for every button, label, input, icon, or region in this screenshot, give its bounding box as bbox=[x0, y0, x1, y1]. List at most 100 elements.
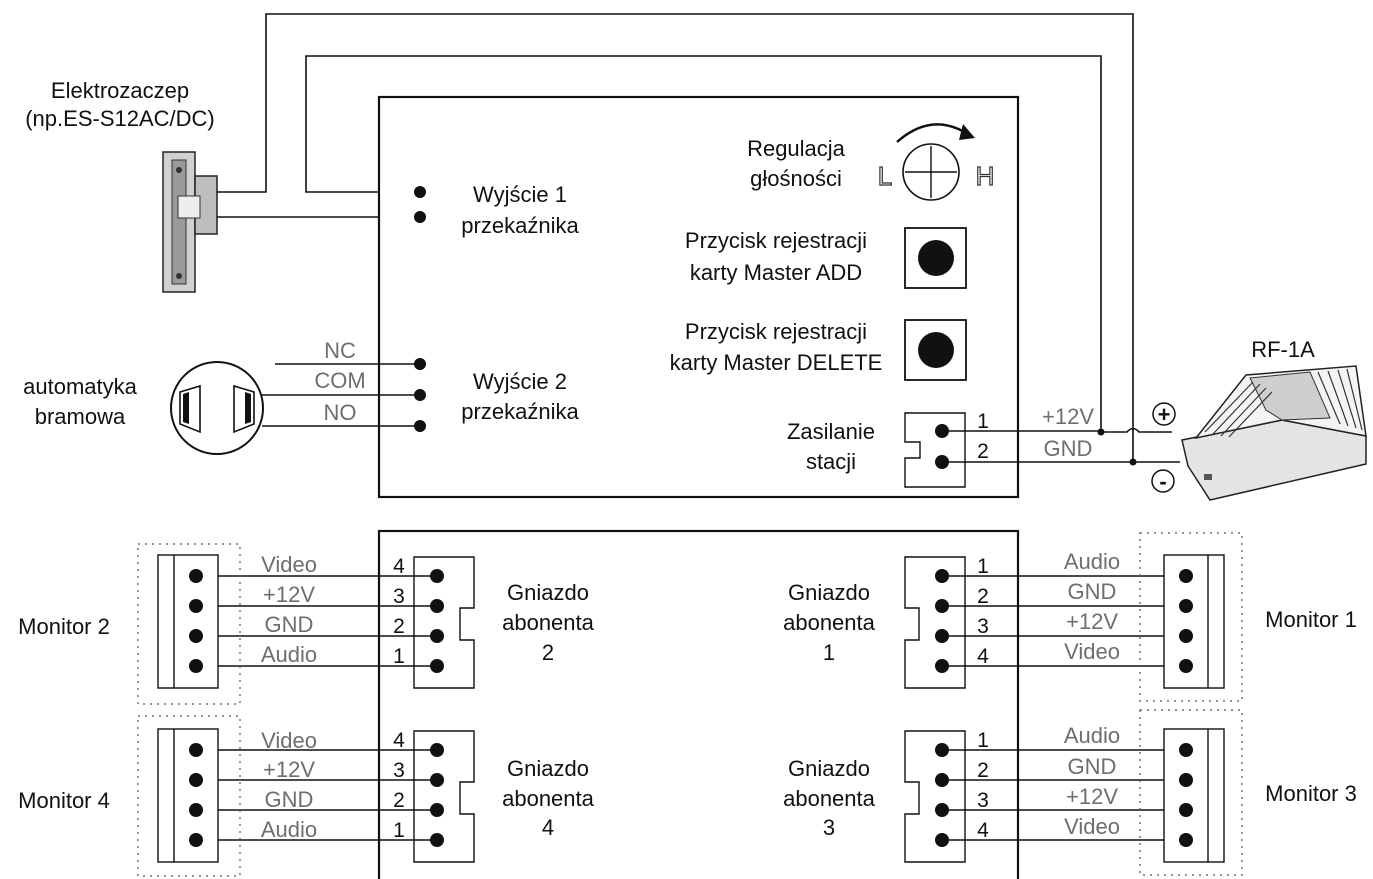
wire-gnd-label: GND bbox=[1044, 436, 1093, 461]
gate-com-label: COM bbox=[314, 368, 365, 393]
gate-no-label: NO bbox=[324, 400, 357, 425]
monitor-1-wires bbox=[942, 575, 1186, 667]
strike-title-line1: Elektrozaczep bbox=[51, 78, 189, 103]
monitor-1-wire-12v: +12V bbox=[1066, 609, 1118, 634]
volume-low-label: L bbox=[878, 161, 892, 191]
wire-12v-label: +12V bbox=[1042, 404, 1094, 429]
monitor-3-wire-audio: Audio bbox=[1064, 723, 1120, 748]
socket-2-label-line1: Gniazdo bbox=[507, 580, 589, 605]
socket-3-label-line2: abonenta bbox=[783, 786, 876, 811]
socket-4-pin-4: 4 bbox=[393, 729, 405, 752]
socket-2-connector bbox=[413, 556, 475, 689]
socket-1-label-line1: Gniazdo bbox=[788, 580, 870, 605]
socket-3-label-line1: Gniazdo bbox=[788, 756, 870, 781]
socket-2-label-num: 2 bbox=[542, 640, 554, 665]
add-button-label-line1: Przycisk rejestracji bbox=[685, 228, 867, 253]
socket-4-connector bbox=[413, 730, 475, 863]
monitor-3-wires bbox=[942, 749, 1186, 841]
monitor-2-wire-gnd: GND bbox=[265, 612, 314, 637]
power-wires bbox=[942, 427, 1180, 466]
monitor-4-wire-12v: +12V bbox=[263, 757, 315, 782]
power-supply-icon bbox=[1181, 365, 1367, 501]
relay2-terminal-nc bbox=[414, 358, 426, 370]
monitor-3-wire-gnd: GND bbox=[1068, 754, 1117, 779]
gate-wires bbox=[262, 363, 420, 427]
svg-text:-: - bbox=[1159, 469, 1166, 494]
delete-button-label-line2: karty Master DELETE bbox=[670, 350, 883, 375]
monitor-1-wire-audio: Audio bbox=[1064, 549, 1120, 574]
monitor-3-connector bbox=[1139, 709, 1243, 876]
socket-2-pin-4: 4 bbox=[393, 555, 405, 578]
psu-minus-terminal: - bbox=[1151, 469, 1175, 494]
monitor-2-label: Monitor 2 bbox=[18, 614, 110, 639]
power-label-line2: stacji bbox=[806, 449, 856, 474]
socket-1-pin-3: 3 bbox=[977, 615, 989, 638]
socket-4-label-line2: abonenta bbox=[502, 786, 595, 811]
relay1-label-line1: Wyjście 1 bbox=[473, 182, 567, 207]
power-pin-2: 2 bbox=[977, 440, 989, 463]
relay2-label-line2: przekaźnika bbox=[461, 399, 579, 424]
monitor-3-wire-video: Video bbox=[1064, 814, 1120, 839]
gate-title-line1: automatyka bbox=[23, 374, 137, 399]
socket-3-pin-4: 4 bbox=[977, 819, 989, 842]
volume-high-label: H bbox=[976, 161, 995, 191]
psu-plus-terminal: + bbox=[1152, 402, 1176, 427]
gate-automation-icon bbox=[170, 361, 264, 455]
socket-1-pin-1: 1 bbox=[977, 555, 989, 578]
socket-1-pin-4: 4 bbox=[977, 645, 989, 668]
socket-2-pin-3: 3 bbox=[393, 585, 405, 608]
monitor-1-label: Monitor 1 bbox=[1265, 607, 1357, 632]
socket-1-pin-2: 2 bbox=[977, 585, 989, 608]
monitor-2-wire-video: Video bbox=[261, 552, 317, 577]
relay1-label-line2: przekaźnika bbox=[461, 213, 579, 238]
monitor-2-wire-12v: +12V bbox=[263, 582, 315, 607]
monitor-2-wires bbox=[196, 575, 437, 667]
svg-text:+: + bbox=[1158, 402, 1171, 427]
socket-1-label-line2: abonenta bbox=[783, 610, 876, 635]
socket-2-pin-1: 1 bbox=[393, 645, 405, 668]
master-add-button[interactable] bbox=[904, 227, 967, 289]
relay1-terminal-1 bbox=[414, 186, 426, 198]
gate-title-line2: bramowa bbox=[35, 404, 126, 429]
socket-4-label-line1: Gniazdo bbox=[507, 756, 589, 781]
socket-2-pin-2: 2 bbox=[393, 615, 405, 638]
monitor-4-wire-audio: Audio bbox=[261, 817, 317, 842]
monitor-2-connector bbox=[137, 543, 241, 705]
socket-2-label-line2: abonenta bbox=[502, 610, 595, 635]
volume-label-line2: głośności bbox=[750, 166, 842, 191]
psu-name: RF-1A bbox=[1251, 337, 1315, 362]
power-pin-1: 1 bbox=[977, 410, 989, 433]
strike-title-line2: (np.ES-S12AC/DC) bbox=[25, 106, 215, 131]
socket-4-pin-2: 2 bbox=[393, 789, 405, 812]
monitor-4-connector bbox=[137, 715, 241, 877]
monitor-1-wire-gnd: GND bbox=[1068, 579, 1117, 604]
socket-4-pin-1: 1 bbox=[393, 819, 405, 842]
socket-4-pin-3: 3 bbox=[393, 759, 405, 782]
socket-3-pin-1: 1 bbox=[977, 729, 989, 752]
socket-3-pin-3: 3 bbox=[977, 789, 989, 812]
add-button-label-line2: karty Master ADD bbox=[690, 260, 862, 285]
monitor-3-label: Monitor 3 bbox=[1265, 781, 1357, 806]
relay2-terminal-com bbox=[414, 389, 426, 401]
socket-1-label-num: 1 bbox=[823, 640, 835, 665]
monitor-3-wire-12v: +12V bbox=[1066, 784, 1118, 809]
volume-label-line1: Regulacja bbox=[747, 136, 846, 161]
monitor-4-wire-video: Video bbox=[261, 728, 317, 753]
socket-3-label-num: 3 bbox=[823, 815, 835, 840]
delete-button-label-line1: Przycisk rejestracji bbox=[685, 319, 867, 344]
volume-knob-icon[interactable] bbox=[896, 123, 975, 201]
monitor-4-label: Monitor 4 bbox=[18, 788, 110, 813]
monitor-1-connector bbox=[1139, 532, 1243, 702]
master-delete-button[interactable] bbox=[904, 319, 967, 381]
relay1-terminal-2 bbox=[414, 211, 426, 223]
power-label-line1: Zasilanie bbox=[787, 419, 875, 444]
monitor-1-wire-video: Video bbox=[1064, 639, 1120, 664]
monitor-2-wire-audio: Audio bbox=[261, 642, 317, 667]
electric-strike-icon bbox=[162, 151, 218, 293]
relay2-terminal-no bbox=[414, 420, 426, 432]
gate-nc-label: NC bbox=[324, 338, 356, 363]
monitor-4-wire-gnd: GND bbox=[265, 787, 314, 812]
socket-3-pin-2: 2 bbox=[977, 759, 989, 782]
relay2-label-line1: Wyjście 2 bbox=[473, 369, 567, 394]
